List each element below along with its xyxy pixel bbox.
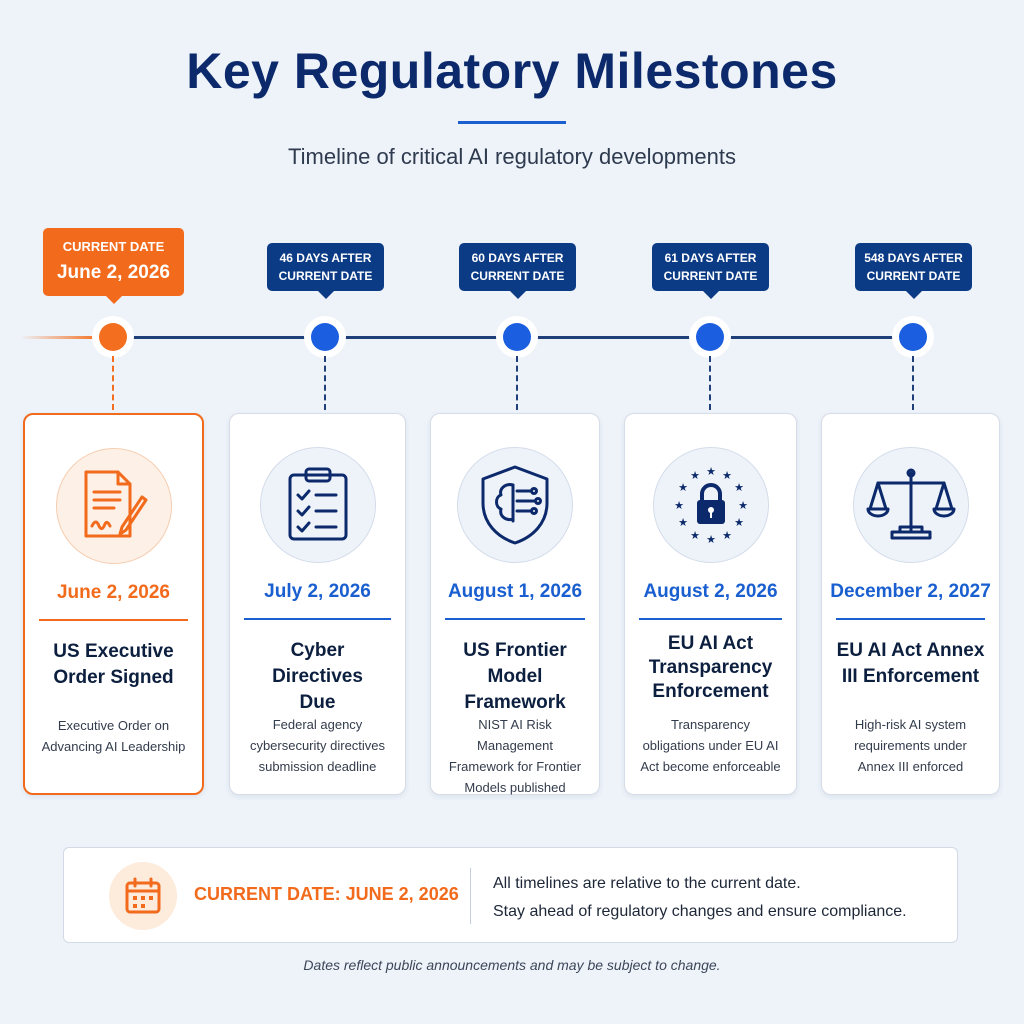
milestone-card: December 2, 2027 EU AI Act Annex III Enf…	[821, 413, 1000, 795]
milestone-card: August 1, 2026 US Frontier Model Framewo…	[430, 413, 600, 795]
offset-badge-line1: 548 DAYS AFTER	[864, 251, 963, 265]
eu-lock-icon: ★ ★ ★ ★ ★ ★ ★ ★ ★ ★ ★ ★	[652, 447, 769, 563]
timeline-dot	[311, 323, 339, 351]
svg-text:★: ★	[722, 529, 732, 542]
milestone-card: July 2, 2026 Cyber Directives Due Federa…	[229, 413, 406, 795]
svg-text:★: ★	[678, 516, 688, 529]
offset-badge-line1: 61 DAYS AFTER	[664, 251, 757, 265]
milestone-date: August 1, 2026	[447, 581, 583, 602]
svg-text:★: ★	[706, 533, 716, 546]
timeline-dot-current	[99, 323, 127, 351]
milestone-separator	[639, 618, 782, 620]
title-underline	[458, 121, 566, 124]
milestone-date: December 2, 2027	[830, 581, 991, 602]
banner-divider	[470, 868, 471, 924]
svg-text:★: ★	[734, 481, 744, 494]
offset-badge: 60 DAYS AFTER CURRENT DATE	[459, 243, 576, 299]
milestone-date: June 2, 2026	[56, 582, 171, 603]
offset-badge-line1: 46 DAYS AFTER	[279, 251, 372, 265]
timeline-dot	[503, 323, 531, 351]
milestone-separator	[39, 619, 188, 621]
timeline-dot	[899, 323, 927, 351]
current-date-badge: CURRENT DATE June 2, 2026	[43, 228, 184, 304]
connector-dashed	[112, 356, 114, 410]
offset-badge: 46 DAYS AFTER CURRENT DATE	[267, 243, 384, 299]
milestone-title: EU AI Act Annex III Enforcement	[836, 640, 985, 687]
connector-dashed	[516, 356, 518, 410]
svg-text:★: ★	[734, 516, 744, 529]
milestone-separator	[836, 618, 985, 620]
offset-badge-line2: CURRENT DATE	[663, 269, 758, 283]
milestone-description: Executive Order on Advancing AI Leadersh…	[41, 718, 186, 754]
svg-text:★: ★	[678, 481, 688, 494]
svg-text:★: ★	[674, 499, 684, 512]
milestone-card-current: June 2, 2026 US Executive Order Signed E…	[23, 413, 204, 795]
page-subtitle: Timeline of critical AI regulatory devel…	[288, 144, 736, 169]
milestone-separator	[244, 618, 391, 620]
brain-shield-icon	[457, 447, 573, 563]
milestone-description: NIST AI Risk Management Framework for Fr…	[448, 717, 582, 795]
current-date-badge-label: CURRENT DATE	[62, 239, 165, 254]
milestone-description: High-risk AI system requirements under A…	[854, 717, 967, 774]
timeline-lead-in	[20, 336, 100, 339]
document-signature-icon	[55, 448, 172, 564]
calendar-icon	[109, 862, 177, 930]
milestone-date: July 2, 2026	[264, 581, 371, 602]
svg-text:★: ★	[690, 529, 700, 542]
offset-badge-line2: CURRENT DATE	[866, 269, 961, 283]
connector-dashed	[324, 356, 326, 410]
milestone-title: US Frontier Model Framework	[463, 640, 567, 713]
milestone-card: ★ ★ ★ ★ ★ ★ ★ ★ ★ ★ ★ ★ August 2, 2026 E…	[624, 413, 797, 795]
svg-text:★: ★	[738, 499, 748, 512]
connector-dashed	[912, 356, 914, 410]
timeline-dot	[696, 323, 724, 351]
offset-badge-line2: CURRENT DATE	[470, 269, 565, 283]
milestone-description: Transparency obligations under EU AI Act…	[640, 717, 781, 774]
offset-badge: 61 DAYS AFTER CURRENT DATE	[652, 243, 769, 299]
current-date-badge-date: June 2, 2026	[56, 262, 171, 283]
checklist-clipboard-icon	[259, 447, 376, 563]
milestone-title: Cyber Directives Due	[272, 640, 363, 713]
milestone-separator	[445, 618, 585, 620]
banner-current-date: CURRENT DATE: JUNE 2, 2026	[194, 884, 459, 904]
milestone-title: US Executive Order Signed	[53, 641, 174, 688]
offset-badge-line2: CURRENT DATE	[278, 269, 373, 283]
milestone-title: EU AI Act Transparency Enforcement	[648, 633, 773, 702]
page-title: Key Regulatory Milestones	[186, 43, 838, 99]
offset-badge-line1: 60 DAYS AFTER	[471, 251, 564, 265]
svg-text:★: ★	[706, 465, 716, 478]
svg-text:★: ★	[722, 469, 732, 482]
banner-text-line2: Stay ahead of regulatory changes and ens…	[493, 903, 907, 920]
offset-badge: 548 DAYS AFTER CURRENT DATE	[855, 243, 972, 299]
connector-dashed	[709, 356, 711, 410]
banner-text-line1: All timelines are relative to the curren…	[493, 875, 801, 892]
footnote: Dates reflect public announcements and m…	[303, 957, 721, 973]
milestone-description: Federal agency cybersecurity directives …	[249, 717, 386, 774]
current-date-banner: CURRENT DATE: JUNE 2, 2026 All timelines…	[63, 847, 958, 943]
svg-text:★: ★	[690, 469, 700, 482]
scales-icon	[852, 447, 969, 563]
milestone-date: August 2, 2026	[643, 581, 778, 602]
